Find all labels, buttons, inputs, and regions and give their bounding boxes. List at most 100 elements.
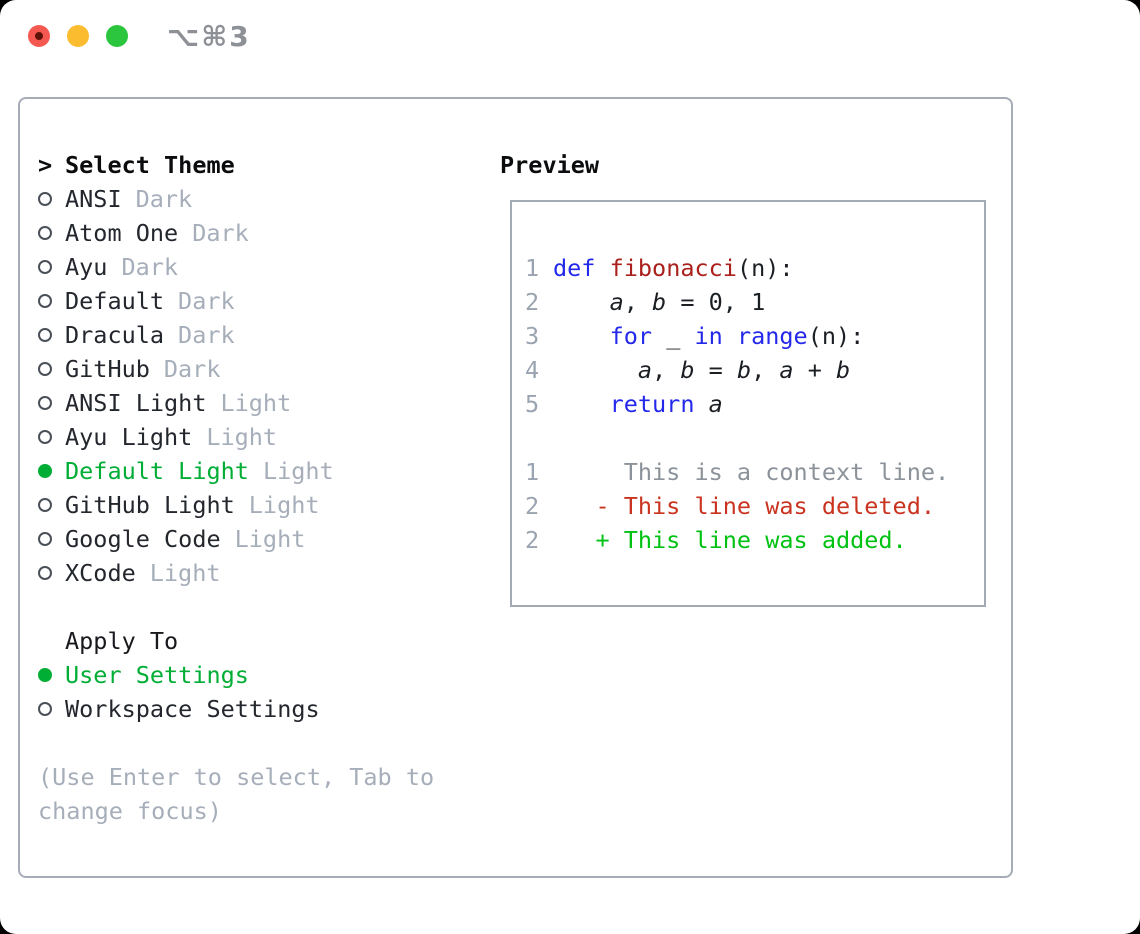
code-line: 2 a, b = 0, 1	[525, 285, 984, 319]
theme-variant-tag: Dark	[135, 185, 193, 213]
theme-variant-tag: Light	[220, 389, 292, 417]
preview-title: Preview	[500, 151, 600, 179]
radio-marker	[38, 702, 65, 716]
theme-name: Atom One	[65, 219, 179, 247]
theme-option[interactable]: GitHub Light Light	[38, 488, 458, 522]
radio-marker	[38, 260, 65, 274]
theme-name: Ayu	[65, 253, 108, 281]
diff-added-line: 2 + This line was added.	[525, 523, 984, 557]
code-segment-kw: for	[609, 322, 653, 350]
radio-marker	[38, 294, 65, 308]
diff-context-line: 1 This is a context line.	[525, 455, 984, 489]
line-content: return a	[553, 387, 723, 421]
code-segment-pl	[694, 390, 708, 418]
line-content: This is a context line.	[553, 455, 949, 489]
radio-marker	[38, 226, 65, 240]
theme-variant-tag: Dark	[163, 355, 221, 383]
close-button[interactable]	[28, 25, 50, 47]
radio-icon	[38, 260, 52, 274]
apply-option-label: Workspace Settings	[65, 695, 320, 723]
zoom-button[interactable]	[106, 25, 128, 47]
apply-to-header: Apply To	[38, 624, 458, 658]
theme-name: Dracula	[65, 321, 165, 349]
theme-name: Google Code	[65, 525, 221, 553]
code-segment-pl: ,	[652, 356, 681, 384]
code-segment-pl	[553, 356, 638, 384]
line-number: 2	[525, 288, 540, 316]
radio-icon	[38, 702, 52, 716]
code-segment-var: b	[836, 356, 851, 384]
radio-icon	[38, 226, 52, 240]
theme-list-header: > Select Theme	[38, 148, 458, 182]
code-segment-kw: in	[694, 322, 723, 350]
line-number: 1	[525, 254, 540, 282]
theme-variant-tag: Light	[262, 457, 334, 485]
theme-option[interactable]: ANSI Dark	[38, 182, 458, 216]
theme-name: Default Light	[65, 457, 249, 485]
radio-selected-icon	[38, 464, 52, 478]
radio-icon	[38, 498, 52, 512]
code-segment-kw: range	[736, 322, 808, 350]
code-segment-pl: +	[793, 356, 837, 384]
line-content: a, b = b, a + b	[553, 353, 850, 387]
code-segment-fn: fibonacci	[609, 254, 737, 282]
radio-marker	[38, 668, 65, 682]
apply-option-label: User Settings	[65, 661, 249, 689]
theme-name: Ayu Light	[65, 423, 193, 451]
theme-name: ANSI Light	[65, 389, 207, 417]
code-line: 4 a, b = b, a + b	[525, 353, 984, 387]
theme-name: GitHub Light	[65, 491, 235, 519]
code-segment-ctx: This is a context line.	[553, 458, 950, 486]
code-segment-var: a	[779, 356, 794, 384]
code-segment-kw: return	[609, 390, 695, 418]
theme-option[interactable]: Dracula Dark	[38, 318, 458, 352]
radio-icon	[38, 328, 52, 342]
radio-icon	[38, 430, 52, 444]
theme-option[interactable]: GitHub Dark	[38, 352, 458, 386]
theme-name: GitHub	[65, 355, 150, 383]
window-shortcut-label: ⌥⌘3	[167, 20, 251, 53]
code-segment-pl: ,	[751, 356, 780, 384]
theme-variant-tag: Dark	[178, 321, 235, 349]
code-segment-pl	[553, 322, 610, 350]
radio-marker	[38, 464, 65, 478]
radio-marker	[38, 430, 65, 444]
theme-option[interactable]: Atom One Dark	[38, 216, 458, 250]
code-segment-pl	[553, 390, 610, 418]
spacer	[38, 726, 458, 760]
line-number: 1	[525, 458, 540, 486]
code-segment-pl	[723, 322, 737, 350]
theme-variant-tag: Light	[248, 491, 320, 519]
apply-option[interactable]: User Settings	[38, 658, 458, 692]
theme-variant-tag: Dark	[192, 219, 249, 247]
radio-marker	[38, 566, 65, 580]
code-segment-var: b	[736, 356, 752, 384]
theme-name: ANSI	[65, 185, 122, 213]
radio-selected-icon	[38, 668, 52, 682]
apply-option[interactable]: Workspace Settings	[38, 692, 458, 726]
theme-option[interactable]: Default Light Light	[38, 454, 458, 488]
close-dot-icon	[35, 32, 43, 40]
diff-deleted-line: 2 - This line was deleted.	[525, 489, 984, 523]
radio-icon	[38, 566, 52, 580]
radio-marker	[38, 192, 65, 206]
code-segment-add: + This line was added.	[553, 526, 907, 554]
radio-icon	[38, 362, 52, 376]
theme-option[interactable]: ANSI Light Light	[38, 386, 458, 420]
code-segment-var: a	[637, 356, 653, 384]
minimize-button[interactable]	[67, 25, 89, 47]
radio-icon	[38, 294, 52, 308]
line-content: a, b = 0, 1	[553, 285, 766, 319]
